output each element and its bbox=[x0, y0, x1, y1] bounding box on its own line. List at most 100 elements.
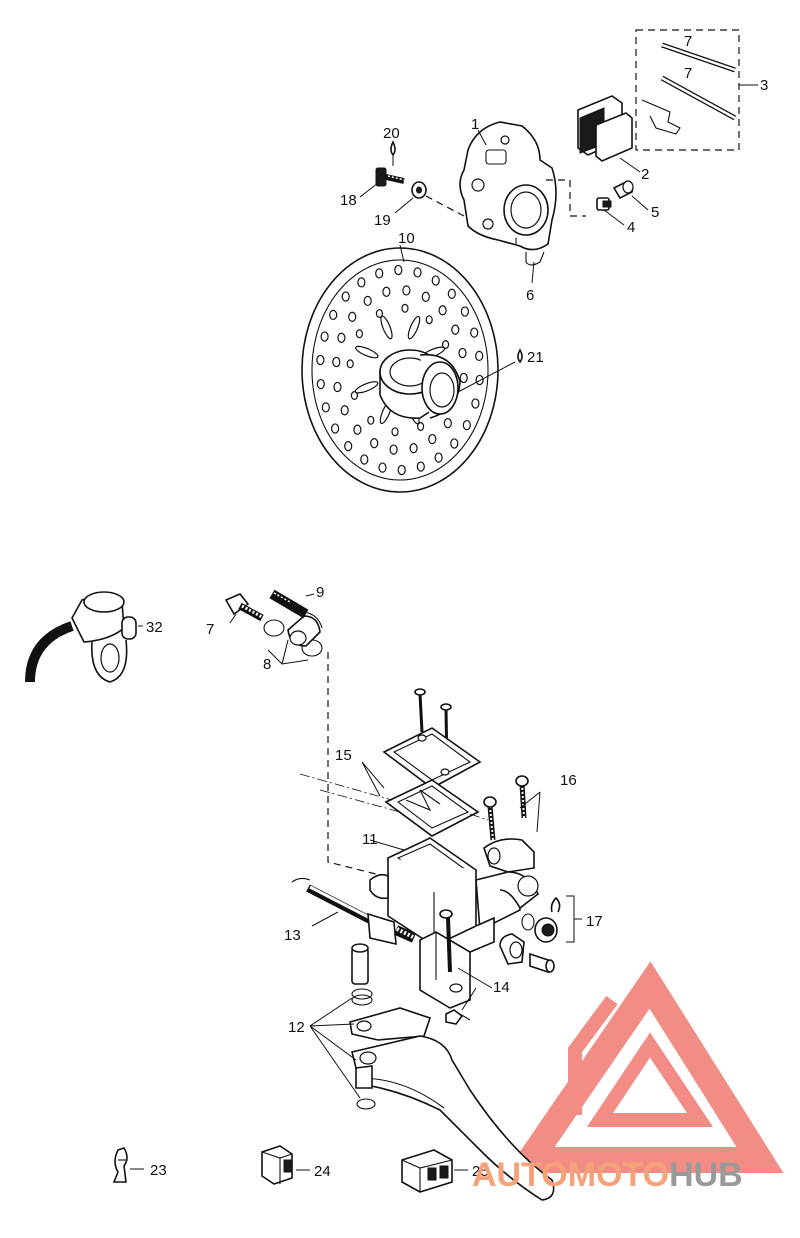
disc-vent-hole bbox=[316, 378, 325, 390]
label-24: 24 bbox=[314, 1163, 331, 1180]
label-19: 19 bbox=[374, 212, 391, 229]
disc-vent-hole bbox=[447, 288, 456, 299]
svg-text:7: 7 bbox=[684, 65, 692, 82]
disc-vent-hole bbox=[350, 391, 358, 401]
label-7: 7 bbox=[206, 621, 214, 638]
disc-vent-hole bbox=[442, 340, 450, 350]
label-14: 14 bbox=[493, 979, 510, 996]
disc-vent-hole bbox=[333, 381, 342, 393]
disc-vent-hole bbox=[462, 419, 471, 431]
label-9: 9 bbox=[316, 584, 324, 601]
label-1: 1 bbox=[471, 116, 479, 133]
connector-large bbox=[401, 1149, 468, 1193]
pad-kit-group: 7 7 bbox=[635, 29, 758, 151]
disc-vent-hole bbox=[337, 332, 346, 343]
disc-vent-hole bbox=[344, 441, 353, 452]
label-10: 10 bbox=[398, 230, 415, 247]
disc-vent-hole bbox=[331, 423, 340, 434]
disc-vent-hole bbox=[475, 374, 484, 386]
disc-vent-hole bbox=[460, 306, 469, 317]
svg-text:7: 7 bbox=[684, 33, 692, 50]
disc-vent-hole bbox=[316, 354, 325, 366]
disc-slot bbox=[407, 315, 421, 340]
disc-vent-hole bbox=[357, 277, 366, 288]
disc-vent-hole bbox=[329, 309, 338, 321]
disc-vent-hole bbox=[459, 372, 468, 384]
disc-vent-hole bbox=[401, 303, 409, 313]
disc-vent-hole bbox=[431, 275, 440, 286]
label-13: 13 bbox=[284, 927, 301, 944]
disc-vent-hole bbox=[353, 424, 362, 435]
disc-vent-hole bbox=[416, 461, 425, 472]
disc-vent-hole bbox=[394, 264, 403, 276]
brake-disc bbox=[301, 244, 523, 493]
disc-vent-hole bbox=[434, 452, 443, 463]
caliper-bolt bbox=[359, 140, 465, 217]
disc-vent-hole bbox=[409, 443, 418, 454]
disc-vent-hole bbox=[451, 324, 460, 335]
label-18: 18 bbox=[340, 192, 357, 209]
wire-clip bbox=[112, 1147, 144, 1183]
disc-vent-hole bbox=[360, 454, 369, 465]
disc-vent-hole bbox=[346, 359, 354, 369]
disc-vent-hole bbox=[425, 315, 433, 325]
disc-vent-hole bbox=[332, 356, 341, 368]
label-17: 17 bbox=[586, 913, 603, 930]
master-cylinder bbox=[299, 688, 582, 1025]
part-labels: 1 2 3 4 5 6 7 8 9 10 11 12 13 14 15 16 1… bbox=[146, 77, 768, 1180]
disc-vent-hole bbox=[397, 464, 406, 476]
bleed-valve bbox=[596, 180, 649, 226]
watermark-logo bbox=[505, 961, 784, 1173]
disc-vent-hole bbox=[375, 309, 383, 319]
pushrod bbox=[291, 877, 417, 946]
disc-vent-hole bbox=[413, 267, 422, 278]
label-20: 20 bbox=[383, 125, 400, 142]
label-21: 21 bbox=[527, 349, 544, 366]
disc-vent-hole bbox=[417, 422, 425, 432]
disc-vent-hole bbox=[321, 402, 330, 413]
label-32: 32 bbox=[146, 619, 163, 636]
disc-slot bbox=[380, 315, 393, 340]
label-8: 8 bbox=[263, 656, 271, 673]
label-2: 2 bbox=[641, 166, 649, 183]
disc-vent-hole bbox=[348, 311, 357, 322]
disc-vent-hole bbox=[375, 268, 384, 279]
disc-vent-hole bbox=[378, 462, 387, 473]
disc-vent-hole bbox=[382, 286, 391, 297]
disc-vent-hole bbox=[355, 329, 363, 339]
disc-vent-hole bbox=[340, 405, 349, 416]
disc-vent-hole bbox=[363, 295, 372, 307]
label-15: 15 bbox=[335, 747, 352, 764]
disc-vent-hole bbox=[428, 433, 437, 445]
banjo-fitting bbox=[224, 589, 381, 876]
label-6: 6 bbox=[526, 287, 534, 304]
disc-vent-hole bbox=[471, 398, 480, 409]
disc-vent-hole bbox=[402, 285, 411, 296]
brake-caliper bbox=[459, 121, 586, 284]
disc-slot bbox=[354, 381, 379, 394]
brake-pads bbox=[577, 95, 641, 173]
watermark-part1: AUTOMOTO bbox=[472, 1156, 669, 1194]
disc-vent-hole bbox=[389, 444, 398, 455]
label-25: 25 bbox=[472, 1163, 489, 1180]
label-4: 4 bbox=[627, 219, 635, 236]
label-11: 11 bbox=[362, 831, 378, 848]
disc-slot bbox=[355, 345, 379, 359]
disc-vent-hole bbox=[458, 347, 467, 359]
disc-vent-hole bbox=[341, 291, 350, 302]
brake-lever bbox=[309, 943, 555, 1201]
watermark-part2: HUB bbox=[669, 1156, 743, 1194]
disc-vent-hole bbox=[475, 350, 484, 362]
disc-vent-hole bbox=[370, 438, 379, 449]
disc-vent-hole bbox=[421, 291, 430, 302]
disc-vent-hole bbox=[438, 305, 447, 316]
label-23: 23 bbox=[150, 1162, 167, 1179]
label-16: 16 bbox=[560, 772, 577, 789]
brake-light-switch bbox=[25, 591, 143, 683]
label-12: 12 bbox=[288, 1019, 305, 1036]
disc-vent-hole bbox=[320, 331, 329, 342]
disc-vent-hole bbox=[391, 427, 399, 437]
disc-vent-hole bbox=[470, 327, 479, 338]
label-3: 3 bbox=[760, 77, 768, 94]
